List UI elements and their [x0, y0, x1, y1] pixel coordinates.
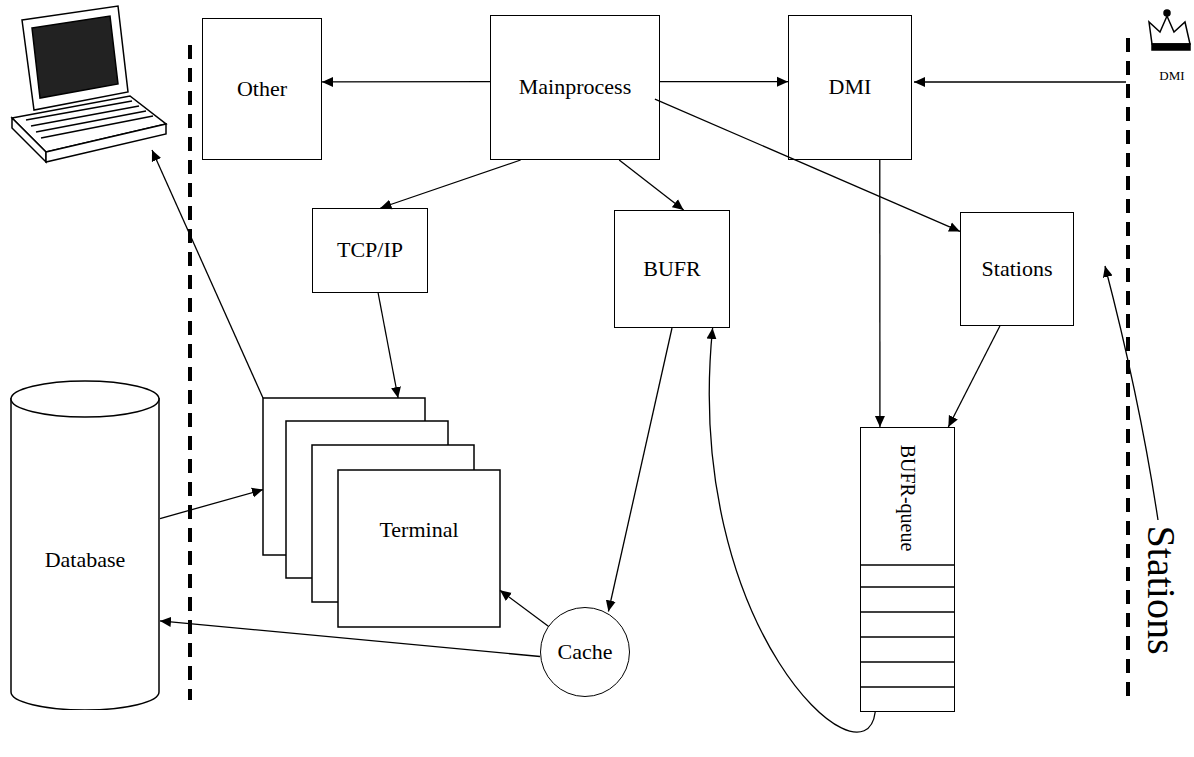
node-label: Cache	[558, 640, 613, 664]
node-label: Stations	[982, 257, 1053, 281]
connector-arrow	[160, 621, 540, 657]
node-label: Mainprocess	[519, 75, 631, 99]
crown-logo	[1149, 10, 1190, 50]
connector-arrow	[660, 81, 788, 82]
front-card: Terminal	[338, 470, 500, 590]
terminal-cards	[263, 398, 500, 627]
process-box: DMI	[788, 15, 912, 160]
database-cylinder: Database	[10, 380, 160, 710]
connector-arrow	[619, 160, 683, 210]
laptop-icon	[12, 6, 166, 162]
queue-box: BUFR-queue	[860, 427, 955, 712]
connector-arrow	[879, 160, 880, 427]
process-box: TCP/IP	[312, 208, 428, 293]
leader-arrow	[152, 150, 263, 398]
outside-label: Stations	[1141, 526, 1181, 655]
connector-arrow	[655, 99, 960, 231]
node-label: BUFR	[643, 257, 700, 281]
connector-arrow	[948, 326, 1000, 427]
node-label: Terminal	[379, 518, 458, 542]
boundary-line	[188, 45, 192, 700]
logo-label: DMI	[1159, 69, 1184, 82]
cylinder-outline	[10, 380, 160, 710]
connector-arrow	[160, 490, 263, 519]
connector-arrow	[322, 81, 490, 83]
queue-slots	[860, 565, 955, 687]
process-box: BUFR	[614, 210, 730, 328]
connector-arrow	[380, 160, 520, 208]
terminal-stack: Terminal	[263, 398, 500, 627]
connector-arrow	[378, 293, 398, 398]
node-label: TCP/IP	[337, 238, 403, 262]
cache-circle: Cache	[540, 607, 630, 697]
node-label: Database	[45, 548, 126, 572]
process-box: Mainprocess	[490, 15, 660, 160]
node-label: BUFR-queue	[897, 445, 919, 552]
process-box: Stations	[960, 212, 1074, 326]
node-label: DMI	[829, 75, 872, 99]
connector-arrow	[608, 328, 672, 612]
leader-arrow	[1105, 266, 1158, 520]
node-label: Other	[237, 77, 287, 101]
connector-arrow	[709, 328, 875, 732]
process-box: Other	[202, 18, 322, 160]
leader-arrow	[914, 81, 1126, 82]
connector-arrow	[500, 590, 549, 626]
